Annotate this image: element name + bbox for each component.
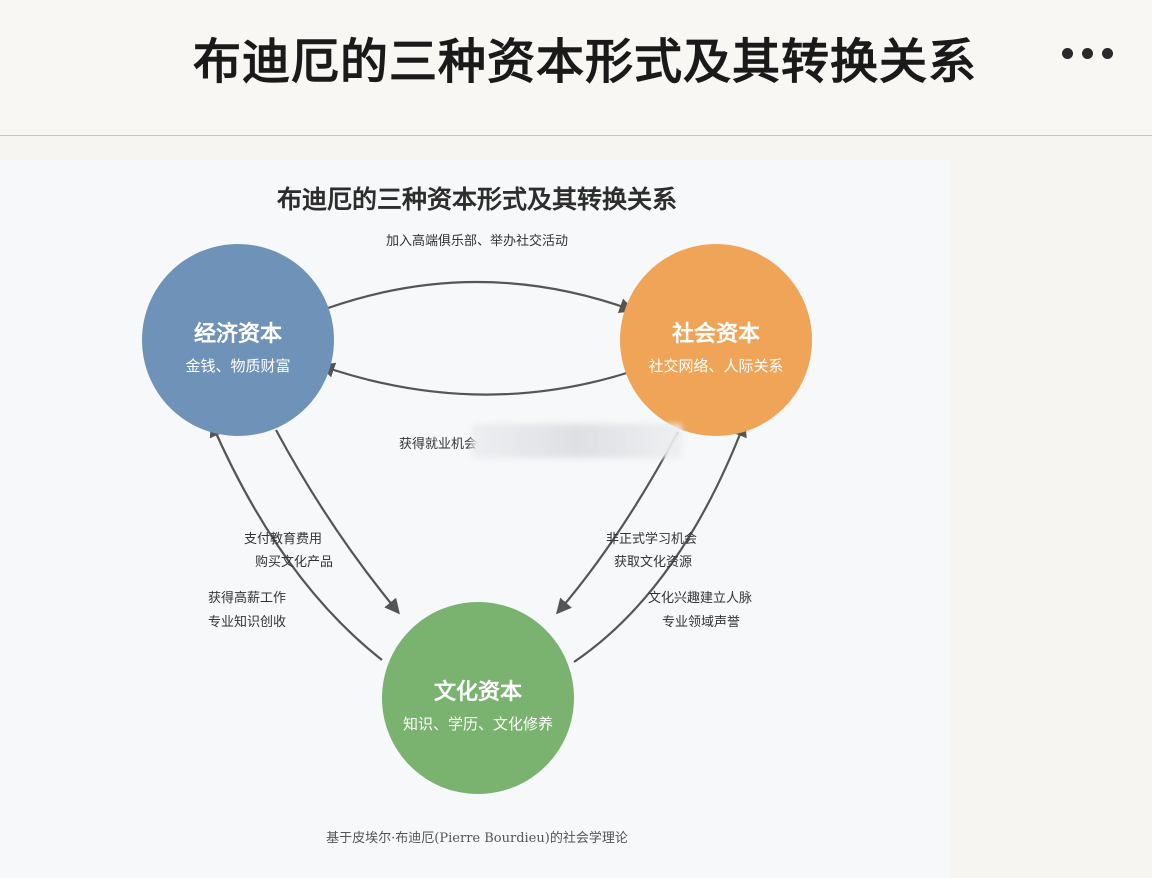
cultural-node-circle (382, 602, 574, 794)
economic-node-title: 经济资本 (194, 321, 282, 347)
cultural-node-subtitle: 知识、学历、文化修养 (403, 715, 553, 733)
more-options-button[interactable] (1052, 36, 1122, 70)
edge-label-social-to-economic: 获得就业机会 (399, 436, 477, 452)
edge-label-cultural-to-economic-2: 专业知识创收 (208, 614, 286, 630)
edge-label-cultural-to-economic-1: 获得高薪工作 (208, 590, 286, 606)
arrow-economic-to-cultural (275, 429, 400, 615)
edge-label-social-to-cultural-1: 非正式学习机会 (606, 531, 697, 547)
more-dot-icon (1101, 47, 1113, 59)
page-title: 布迪厄的三种资本形式及其转换关系 (192, 34, 977, 90)
edge-label-economic-to-social: 加入高端俱乐部、举办社交活动 (386, 233, 568, 249)
social-node-title: 社会资本 (672, 321, 760, 347)
arrow-cultural-to-social (573, 421, 747, 663)
arrow-social-to-cultural (555, 431, 679, 615)
arrow-social-to-economic (319, 362, 631, 396)
node-cultural-capital: 文化资本 知识、学历、文化修养 (382, 602, 574, 794)
cultural-node-title: 文化资本 (434, 679, 522, 705)
social-node-circle (620, 244, 812, 436)
edge-label-economic-to-cultural-1: 支付教育费用 (244, 531, 322, 547)
diagram-title: 布迪厄的三种资本形式及其转换关系 (277, 185, 677, 214)
arrow-economic-to-social (327, 280, 635, 314)
more-dot-icon (1061, 47, 1073, 59)
node-economic-capital: 经济资本 金钱、物质财富 (142, 244, 334, 436)
edge-label-cultural-to-social-1: 文化兴趣建立人脉 (648, 591, 752, 606)
arrow-cultural-to-economic (209, 421, 383, 661)
edge-label-economic-to-cultural-2: 购买文化产品 (255, 554, 333, 570)
diagram-footnote: 基于皮埃尔·布迪厄(Pierre Bourdieu)的社会学理论 (326, 830, 628, 846)
blurred-region (472, 424, 682, 458)
more-dot-icon (1081, 47, 1093, 59)
node-social-capital: 社会资本 社交网络、人际关系 (620, 244, 812, 436)
edge-label-social-to-cultural-2: 获取文化资源 (614, 555, 692, 570)
social-node-subtitle: 社交网络、人际关系 (648, 357, 783, 375)
edge-label-cultural-to-social-2: 专业领域声誉 (662, 615, 740, 630)
economic-node-subtitle: 金钱、物质财富 (185, 357, 290, 375)
top-bar: 布迪厄的三种资本形式及其转换关系 (0, 0, 1152, 136)
economic-node-circle (142, 244, 334, 436)
